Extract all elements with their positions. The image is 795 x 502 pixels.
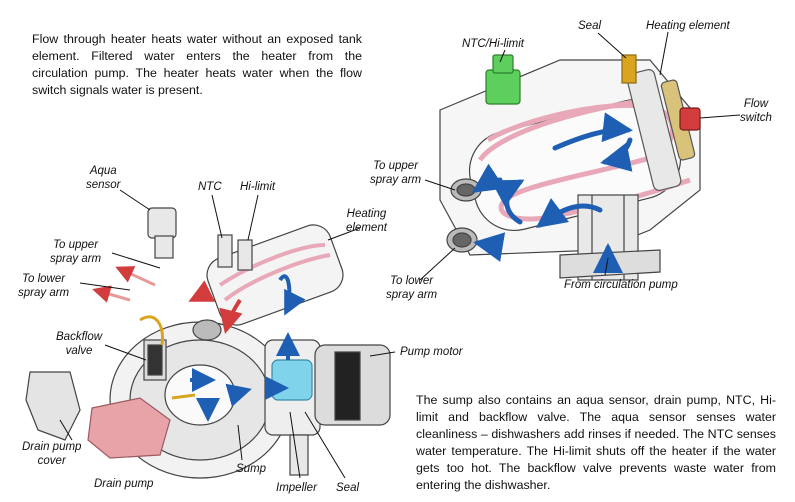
label-to-upper-right-line2: spray arm <box>370 174 422 186</box>
label-to-lower-left-line1: To lower <box>22 273 66 285</box>
label-heating-element-left: Heating element <box>346 207 387 235</box>
label-aqua-sensor: Aqua sensor <box>86 164 121 192</box>
label-to-lower-left: To lower spray arm <box>18 272 69 300</box>
label-to-upper-right-line1: To upper <box>373 160 419 172</box>
label-flow-switch: Flow switch <box>740 97 772 125</box>
heater-detail-illustration <box>439 54 701 281</box>
label-pump-motor: Pump motor <box>400 346 463 358</box>
label-backflow-line1: Backflow <box>56 331 103 343</box>
label-drain-cover-line2: cover <box>37 455 66 467</box>
label-impeller: Impeller <box>276 482 317 494</box>
label-ntc-hi-limit-right: NTC/Hi-limit <box>462 38 524 50</box>
label-ntc-left: NTC <box>198 181 222 193</box>
label-flow-switch-line2: switch <box>740 112 772 124</box>
label-hi-limit-left: Hi-limit <box>240 181 276 193</box>
label-to-lower-left-line2: spray arm <box>18 287 70 299</box>
outflow-arrows <box>188 280 243 334</box>
label-backflow-line2: valve <box>65 345 93 357</box>
label-seal-left: Seal <box>336 482 360 494</box>
leader-lines <box>59 31 741 479</box>
label-drain-cover-line1: Drain pump <box>22 441 82 453</box>
label-from-circulation-pump: From circulation pump <box>564 279 678 291</box>
label-to-lower-right: To lower spray arm <box>386 274 437 302</box>
label-to-upper-left: To upper spray arm <box>50 238 101 266</box>
label-drain-pump: Drain pump <box>94 478 154 490</box>
label-drain-pump-cover: Drain pump cover <box>22 440 81 468</box>
flow-arrows-right <box>471 112 633 273</box>
label-heating-element-line1: Heating <box>346 208 387 220</box>
label-heating-element-right: Heating element <box>646 20 730 32</box>
label-aqua-sensor-line2: sensor <box>86 179 121 191</box>
label-sump: Sump <box>236 463 267 475</box>
label-heating-element-line2: element <box>346 222 387 234</box>
intro-paragraph: Flow through heater heats water without … <box>32 32 362 97</box>
label-seal-right: Seal <box>578 20 602 32</box>
label-aqua-sensor-line1: Aqua <box>89 165 117 177</box>
sump-paragraph: The sump also contains an aqua sensor, d… <box>416 393 776 492</box>
label-to-upper-right: To upper spray arm <box>370 159 421 187</box>
label-backflow-valve: Backflow valve <box>56 330 102 358</box>
flow-arrows-left <box>190 274 306 422</box>
label-to-upper-left-line2: spray arm <box>50 253 102 265</box>
label-flow-switch-line1: Flow <box>743 98 769 110</box>
label-to-lower-right-line2: spray arm <box>386 289 438 301</box>
label-to-upper-left-line1: To upper <box>53 239 99 251</box>
label-to-lower-right-line1: To lower <box>390 275 434 287</box>
